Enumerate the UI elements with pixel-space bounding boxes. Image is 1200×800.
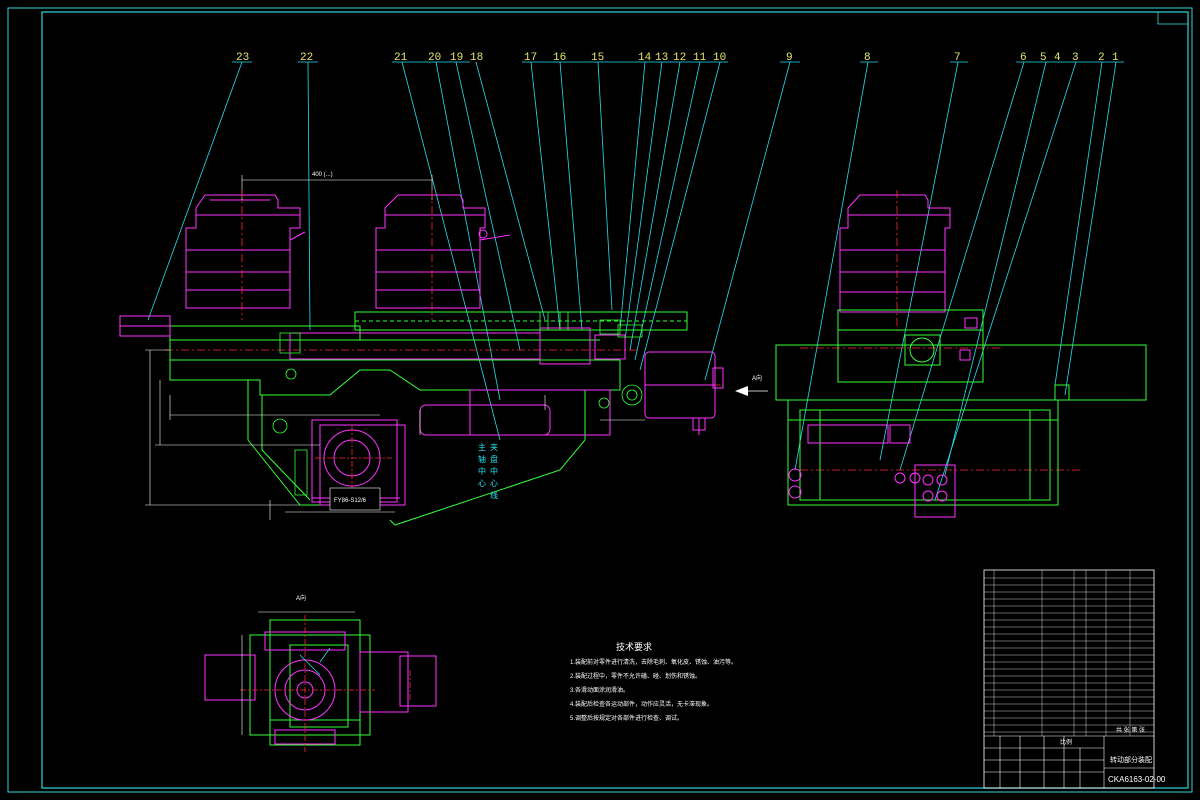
callout-13: 13 bbox=[655, 52, 668, 64]
drawing-name: 转动部分装配 bbox=[1110, 755, 1152, 764]
callout-21: 21 bbox=[394, 52, 408, 64]
callout-leaders bbox=[147, 61, 1124, 501]
callout-23: 23 bbox=[236, 52, 249, 64]
hydraulic-motor bbox=[644, 351, 724, 435]
view-arrow-icon bbox=[735, 386, 748, 396]
a-view-body bbox=[249, 619, 371, 746]
drawing-number: CKA6163-02-00 bbox=[1108, 775, 1166, 784]
axis-text-left: 主 轴 中 心 bbox=[478, 442, 486, 488]
tech-req-line-1: 1.装配前对零件进行清洗，去除毛刺、氧化皮、锈蚀、油污等。 bbox=[570, 658, 737, 666]
tool-block-left bbox=[185, 194, 306, 309]
scale-label: 比例 bbox=[1060, 738, 1072, 746]
callout-11: 11 bbox=[693, 52, 707, 64]
callout-numbers: 23 22 21 20 19 18 17 16 15 14 13 12 11 1… bbox=[236, 52, 1119, 64]
front-view: 400 (...) bbox=[119, 172, 768, 526]
a-view-centre bbox=[240, 615, 411, 752]
callout-19: 19 bbox=[450, 52, 463, 64]
callout-6: 6 bbox=[1020, 52, 1027, 64]
axis-char-6: 盘 bbox=[490, 454, 498, 464]
shaft bbox=[119, 315, 626, 506]
technical-requirements: 技术要求 1.装配前对零件进行清洗，去除毛刺、氧化皮、锈蚀、油污等。 2.装配过… bbox=[570, 641, 737, 722]
dimension-label: 400 (...) bbox=[312, 172, 333, 178]
tech-req-line-5: 5.调整后按规定对各部件进行检查、调试。 bbox=[570, 714, 683, 722]
callout-18: 18 bbox=[470, 52, 483, 64]
title-block-grid bbox=[984, 735, 1154, 788]
a-view: A向 bbox=[204, 594, 437, 752]
outer-border bbox=[7, 7, 1193, 793]
callout-8: 8 bbox=[864, 52, 871, 64]
side-tool-block bbox=[839, 194, 951, 313]
tool-block-middle bbox=[375, 194, 511, 309]
left-dimensions bbox=[145, 349, 645, 520]
callout-17: 17 bbox=[524, 52, 537, 64]
view-arrow-label: A向 bbox=[752, 374, 762, 382]
callout-14: 14 bbox=[638, 52, 652, 64]
callout-12: 12 bbox=[673, 52, 686, 64]
axis-char-9: 线 bbox=[490, 490, 498, 500]
axis-char-3: 中 bbox=[478, 466, 486, 476]
axis-char-5: 夹 bbox=[490, 442, 498, 452]
callout-22: 22 bbox=[300, 52, 313, 64]
axis-char-8: 心 bbox=[490, 479, 498, 488]
callout-1: 1 bbox=[1112, 52, 1119, 64]
drawing-frame bbox=[41, 11, 1189, 789]
side-body bbox=[775, 309, 1147, 506]
corner-box bbox=[1157, 11, 1189, 25]
side-details bbox=[788, 317, 978, 518]
callout-9: 9 bbox=[786, 52, 793, 64]
axis-char-4: 心 bbox=[478, 479, 486, 488]
axis-char-2: 轴 bbox=[478, 454, 486, 464]
cylinder-label-box bbox=[329, 487, 381, 511]
tech-req-line-4: 4.装配后检查各运动部件，动作应灵活，无卡滞现象。 bbox=[570, 700, 713, 708]
callout-7: 7 bbox=[954, 52, 961, 64]
bolt-details bbox=[272, 311, 643, 496]
axis-text-right: 夹 盘 中 心 线 bbox=[490, 442, 498, 500]
callout-4: 4 bbox=[1054, 52, 1061, 64]
axis-char-7: 中 bbox=[490, 466, 498, 476]
gear-centre bbox=[315, 425, 392, 495]
slide-rail bbox=[169, 311, 688, 526]
a-view-leader bbox=[299, 647, 331, 676]
tech-req-title: 技术要求 bbox=[616, 641, 652, 652]
callout-20: 20 bbox=[428, 52, 441, 64]
a-view-dimensions bbox=[241, 611, 355, 735]
callout-3: 3 bbox=[1072, 52, 1079, 64]
sheet-label: 共 张 第 张 bbox=[1116, 726, 1145, 734]
callout-16: 16 bbox=[553, 52, 566, 64]
parts-list: 共 张 第 张 比例 转动部分装配 CKA6163-02-00 bbox=[983, 569, 1166, 789]
cylinder-label: FY86-S12/6 bbox=[334, 498, 367, 504]
callout-10: 10 bbox=[713, 52, 726, 64]
axis-char-1: 主 bbox=[478, 442, 486, 452]
side-view bbox=[775, 190, 1147, 518]
callout-2: 2 bbox=[1098, 52, 1105, 64]
side-centre-lines bbox=[800, 190, 1080, 471]
callout-5: 5 bbox=[1040, 52, 1047, 64]
tech-req-line-2: 2.装配过程中，零件不允许磕、碰、划伤和锈蚀。 bbox=[570, 672, 701, 680]
callout-15: 15 bbox=[591, 52, 604, 64]
tech-req-line-3: 3.各滑动面涂润滑油。 bbox=[570, 686, 629, 694]
a-view-label: A向 bbox=[296, 594, 306, 602]
top-dimension bbox=[241, 175, 433, 200]
